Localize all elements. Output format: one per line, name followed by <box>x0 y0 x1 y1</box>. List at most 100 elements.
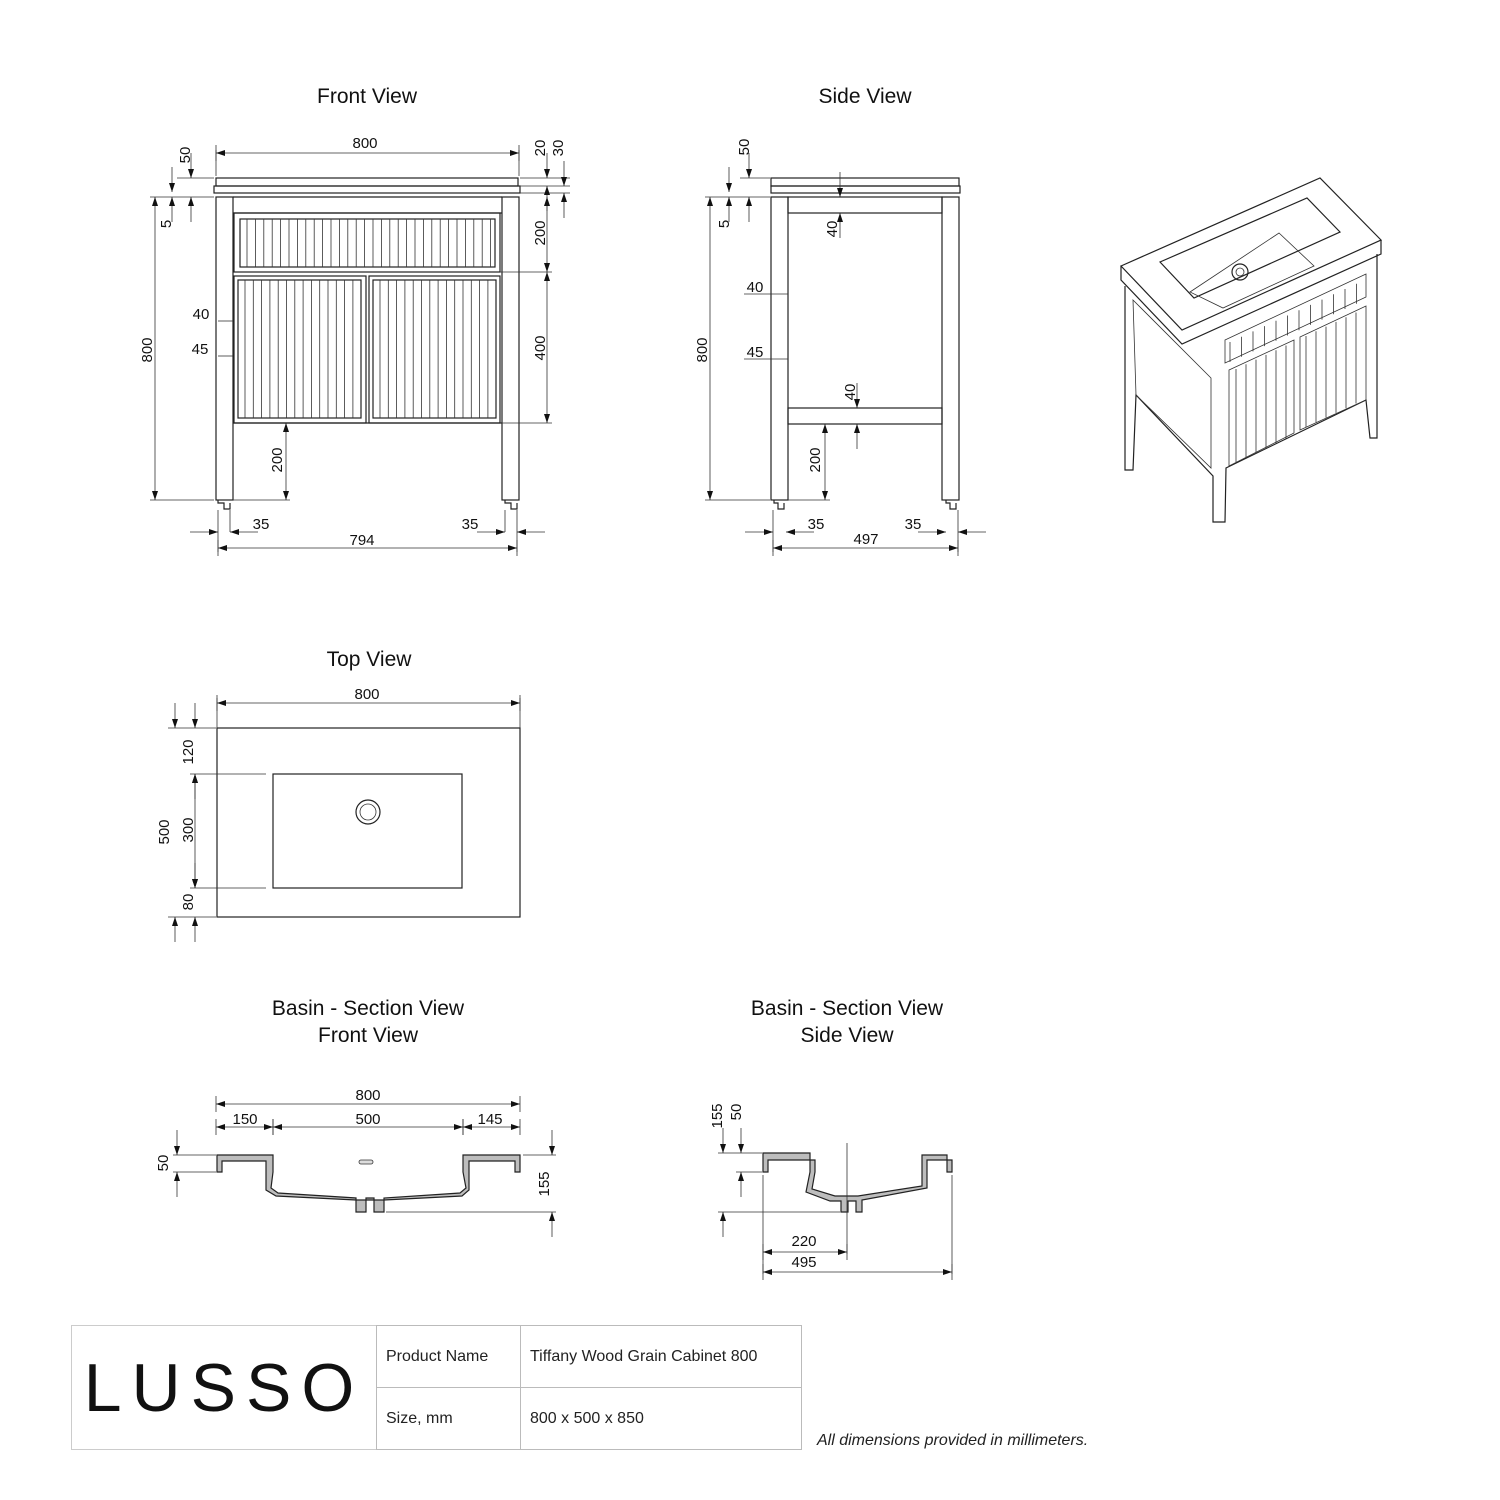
overflow-icon <box>358 1159 374 1165</box>
drain-icon <box>1231 263 1249 281</box>
dimension-arrow <box>174 1146 180 1155</box>
drawing-path <box>1120 240 1382 345</box>
dimension-arrow <box>937 529 946 535</box>
dim-label: 50 <box>155 1155 172 1172</box>
dim-label: 500 <box>156 819 173 844</box>
dimension-arrow <box>216 1124 225 1130</box>
dimension-arrow <box>949 545 958 551</box>
side-view: Side View 50 5 800 40 40 45 40 200 35 35… <box>694 85 921 548</box>
dimension-arrow <box>549 1212 555 1221</box>
dimension-arrow <box>230 529 239 535</box>
dimension-arrow <box>218 545 227 551</box>
dim-label: 497 <box>853 531 878 548</box>
dimension-arrow <box>726 183 732 192</box>
drawing-path <box>1224 273 1367 364</box>
dimensions-note: All dimensions provided in millimeters. <box>817 1432 1089 1449</box>
dim-label: 800 <box>694 337 711 362</box>
drawing-rect <box>787 407 943 425</box>
drawing-rect <box>501 196 520 501</box>
dimension-arrow <box>508 545 517 551</box>
dimension-arrow <box>209 529 218 535</box>
size-value: 800 x 500 x 850 <box>520 1387 802 1450</box>
drawing-rect <box>272 773 463 889</box>
basin-front-section: Basin - Section View Front View 800 150 … <box>155 997 553 1197</box>
dimension-arrow <box>544 197 550 206</box>
product-name-label: Product Name <box>376 1325 521 1388</box>
dim-label: 45 <box>192 341 209 358</box>
dim-label: 800 <box>352 135 377 152</box>
dimension-arrow <box>188 197 194 206</box>
drawing-rect <box>215 196 234 501</box>
dim-label: 40 <box>842 384 859 401</box>
dimension-arrow <box>544 414 550 423</box>
dimension-arrow <box>496 529 505 535</box>
dim-label: 500 <box>355 1111 380 1128</box>
dimension-arrow <box>726 197 732 206</box>
dim-label: 400 <box>532 335 549 360</box>
dim-label: 120 <box>180 739 197 764</box>
dimension-arrow <box>152 491 158 500</box>
dimension-arrow <box>511 1101 520 1107</box>
dim-label: 40 <box>193 306 210 323</box>
dim-label: 800 <box>354 686 379 703</box>
dim-label: 20 <box>532 140 549 157</box>
dim-label: 50 <box>736 139 753 156</box>
dimension-arrow <box>172 719 178 728</box>
dim-label: 794 <box>349 532 374 549</box>
basin-section-outline <box>216 1154 521 1213</box>
dim-label: 150 <box>232 1111 257 1128</box>
drawing-rect <box>770 196 789 501</box>
dim-label: 300 <box>180 817 197 842</box>
drawing-rect <box>215 177 519 187</box>
dim-label: 50 <box>728 1104 745 1121</box>
dimension-arrow <box>854 399 860 408</box>
top-view-title: Top View <box>327 648 413 671</box>
dimension-arrow <box>544 186 550 195</box>
dimension-arrow <box>169 197 175 206</box>
dim-label: 40 <box>824 221 841 238</box>
top-view: Top View 800 500 120 300 80 <box>156 648 412 910</box>
dimension-arrow <box>216 1101 225 1107</box>
dim-label: 200 <box>807 447 824 472</box>
dimension-arrow <box>511 1124 520 1130</box>
drawing-geometry <box>150 145 1383 1280</box>
dim-label: 35 <box>253 516 270 533</box>
front-view: Front View 800 50 5 800 20 30 200 400 40… <box>139 85 567 549</box>
leg-foot <box>945 500 957 510</box>
dimension-arrow <box>707 197 713 206</box>
dimension-arrow <box>561 177 567 186</box>
dimension-arrow <box>773 545 782 551</box>
drawing-path <box>1132 299 1212 469</box>
front-view-title: Front View <box>317 85 418 108</box>
dimension-arrow <box>217 700 226 706</box>
dimension-arrow <box>838 1249 847 1255</box>
brand-logo: LUSSO <box>71 1325 377 1450</box>
dim-label: 145 <box>477 1111 502 1128</box>
dimension-arrow <box>720 1212 726 1221</box>
dimension-arrow <box>738 1144 744 1153</box>
dim-label: 40 <box>747 279 764 296</box>
dim-label: 200 <box>532 220 549 245</box>
drawing-rect <box>213 185 521 194</box>
dimension-arrow <box>152 197 158 206</box>
dimension-arrow <box>943 1269 952 1275</box>
dimension-arrow <box>837 213 843 222</box>
dimension-arrow <box>174 1172 180 1181</box>
drain-icon <box>355 799 381 825</box>
basin-front-title-line2: Front View <box>318 1024 419 1047</box>
dimension-arrow <box>763 1269 772 1275</box>
dim-label: 200 <box>269 447 286 472</box>
dimension-arrow <box>837 188 843 197</box>
dim-label: 5 <box>716 220 733 228</box>
basin-side-title-line2: Side View <box>800 1024 894 1047</box>
dimension-arrow <box>463 1124 472 1130</box>
dim-label: 155 <box>536 1171 553 1196</box>
basin-side-section: Basin - Section View Side View 155 50 22… <box>709 997 944 1271</box>
dimension-arrow <box>192 879 198 888</box>
dimension-arrow <box>454 1124 463 1130</box>
leg-foot <box>217 500 231 510</box>
drawing-path <box>1119 177 1383 331</box>
dimension-arrow <box>192 917 198 926</box>
drain-icon <box>359 803 377 821</box>
